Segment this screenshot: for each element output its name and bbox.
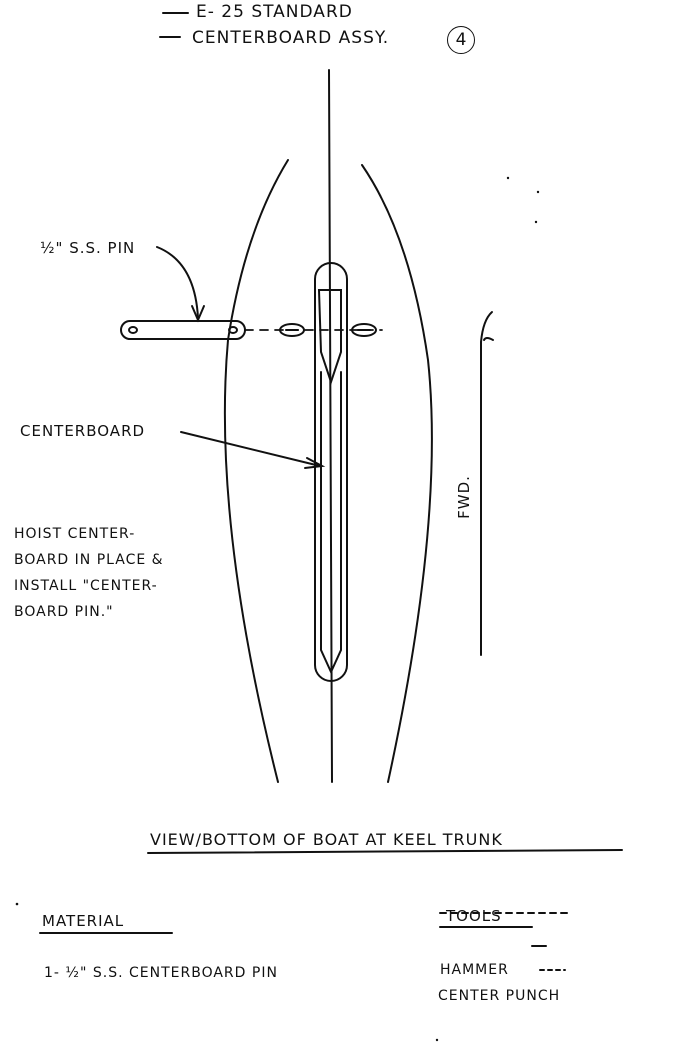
pin-label: ½" S.S. PIN xyxy=(40,239,136,257)
stray-mark xyxy=(435,1038,439,1042)
instruction-line: INSTALL "CENTER- xyxy=(14,578,158,594)
pin-leader-arrowhead xyxy=(191,305,205,323)
pin-hole-marker xyxy=(351,323,377,337)
forward-arrow-head xyxy=(483,337,494,341)
stray-mark xyxy=(534,220,538,224)
caption-underline xyxy=(147,849,623,854)
view-caption: VIEW/BOTTOM OF BOAT AT KEEL TRUNK xyxy=(150,830,503,849)
pin-hole xyxy=(228,326,238,334)
pin-hole xyxy=(128,326,138,334)
keel-centerline xyxy=(328,69,333,783)
pin-leader-line xyxy=(156,246,199,319)
keel-trunk-slot xyxy=(314,262,348,682)
stray-mark xyxy=(506,176,510,180)
drawing-title-line2: CENTERBOARD ASSY. xyxy=(192,28,390,48)
centerboard-leader-arrowhead xyxy=(304,457,326,469)
centerboard-blade xyxy=(320,371,342,675)
tools-item: CENTER PUNCH xyxy=(438,988,561,1004)
stray-mark xyxy=(536,190,540,194)
centerboard-leader-line xyxy=(180,431,321,467)
hull-outline-left xyxy=(223,159,289,783)
hull-outline-right xyxy=(361,164,433,783)
pin-hole-marker xyxy=(279,323,305,337)
drawing-title-line1: E- 25 STANDARD xyxy=(196,2,353,22)
tools-item: HAMMER xyxy=(440,962,509,978)
forward-arrow-head xyxy=(480,311,493,343)
tools-heading: TOOLS xyxy=(446,907,502,925)
instruction-line: HOIST CENTER- xyxy=(14,526,136,542)
centerboard-top xyxy=(317,289,342,386)
instruction-line: BOARD PIN." xyxy=(14,604,114,620)
centerboard-label: CENTERBOARD xyxy=(20,422,146,440)
material-heading: MATERIAL xyxy=(42,912,125,930)
forward-label: FWD. xyxy=(454,475,473,519)
stray-mark xyxy=(15,902,19,906)
assembly-number-badge: 4 xyxy=(447,26,475,54)
material-item: 1- ½" S.S. CENTERBOARD PIN xyxy=(44,965,278,981)
centerboard-pin xyxy=(120,320,246,340)
instruction-line: BOARD IN PLACE & xyxy=(14,552,164,568)
